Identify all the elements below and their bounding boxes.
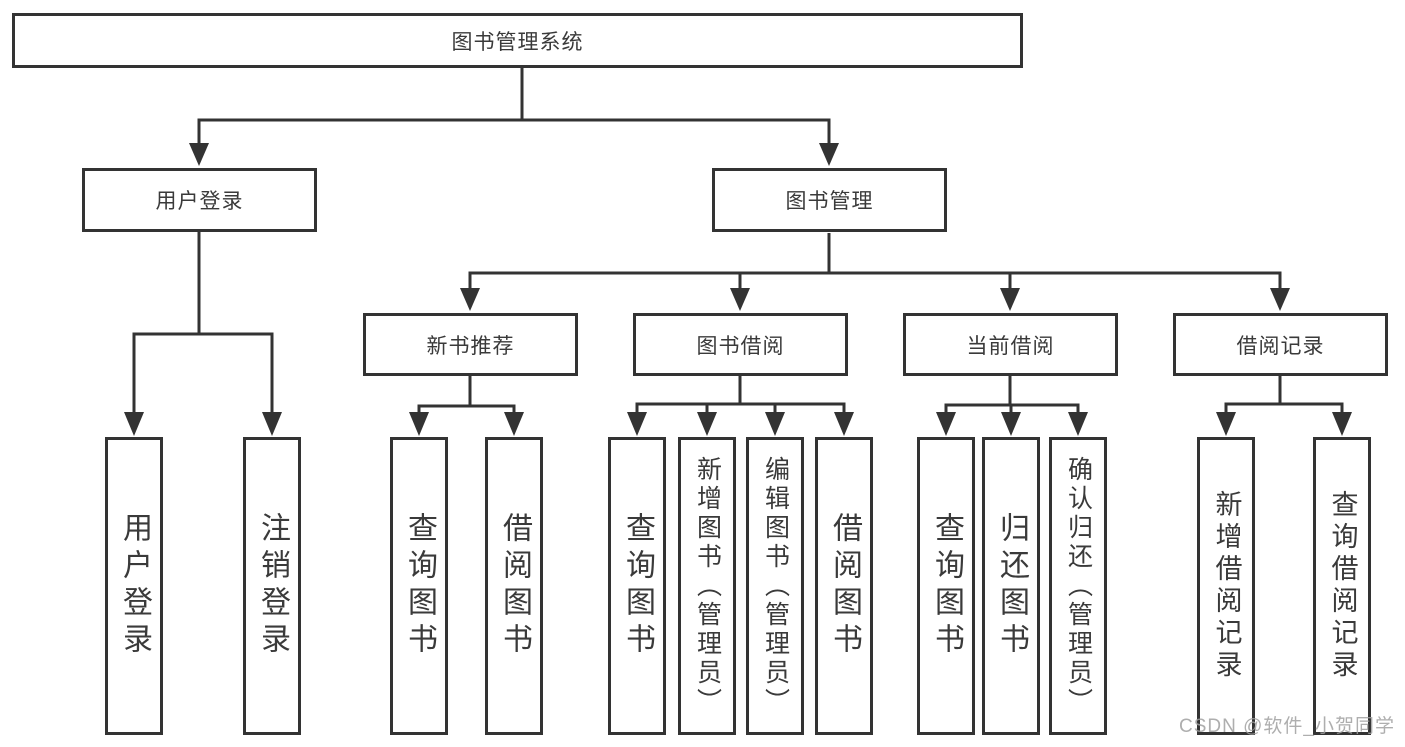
leaf-label: 查询图书 — [403, 512, 436, 660]
leaf-label: 新增图书（管理员） — [693, 455, 722, 717]
leaf-label: 借阅图书 — [828, 512, 861, 660]
node-label: 图书管理系统 — [451, 30, 584, 54]
leaf-borrow-books-recommend: 借阅图书 — [485, 437, 543, 735]
leaf-label: 用户登录 — [118, 512, 151, 660]
leaf-add-borrow-record: 新增借阅记录 — [1197, 437, 1255, 735]
node-book-management: 图书管理 — [712, 168, 947, 232]
node-current-borrow: 当前借阅 — [903, 313, 1118, 376]
leaf-label: 新增借阅记录 — [1211, 490, 1242, 682]
connector-arrows — [124, 143, 1352, 436]
node-borrow-records: 借阅记录 — [1173, 313, 1388, 376]
node-new-book-recommend: 新书推荐 — [363, 313, 578, 376]
leaf-query-books-current: 查询图书 — [917, 437, 975, 735]
leaf-label: 确认归还（管理员） — [1064, 455, 1093, 717]
leaf-query-books-borrow: 查询图书 — [608, 437, 666, 735]
leaf-borrow-books: 借阅图书 — [815, 437, 873, 735]
node-label: 新书推荐 — [426, 334, 515, 358]
leaf-label: 查询借阅记录 — [1327, 490, 1358, 682]
node-book-borrow: 图书借阅 — [633, 313, 848, 376]
node-label: 图书管理 — [785, 190, 874, 213]
leaf-label: 查询图书 — [621, 512, 654, 660]
node-label: 图书借阅 — [696, 334, 785, 358]
node-root-system: 图书管理系统 — [12, 13, 1023, 68]
leaf-confirm-return-admin: 确认归还（管理员） — [1049, 437, 1107, 735]
leaf-add-books-admin: 新增图书（管理员） — [678, 437, 736, 735]
connector-paths — [132, 68, 1344, 414]
node-label: 当前借阅 — [966, 334, 1055, 358]
node-label: 用户登录 — [155, 190, 244, 213]
leaf-query-borrow-record: 查询借阅记录 — [1313, 437, 1371, 735]
leaf-label: 归还图书 — [995, 512, 1028, 660]
leaf-user-login: 用户登录 — [105, 437, 163, 735]
leaf-logout: 注销登录 — [243, 437, 301, 735]
node-user-login: 用户登录 — [82, 168, 317, 232]
leaf-return-books: 归还图书 — [982, 437, 1040, 735]
leaf-label: 编辑图书（管理员） — [761, 455, 790, 717]
leaf-label: 注销登录 — [256, 512, 289, 660]
leaf-label: 查询图书 — [930, 512, 963, 660]
leaf-label: 借阅图书 — [498, 512, 531, 660]
leaf-edit-books-admin: 编辑图书（管理员） — [746, 437, 804, 735]
leaf-query-books-recommend: 查询图书 — [390, 437, 448, 735]
node-label: 借阅记录 — [1236, 334, 1325, 358]
csdn-watermark: CSDN @软件_小贺同学 — [1179, 716, 1395, 737]
